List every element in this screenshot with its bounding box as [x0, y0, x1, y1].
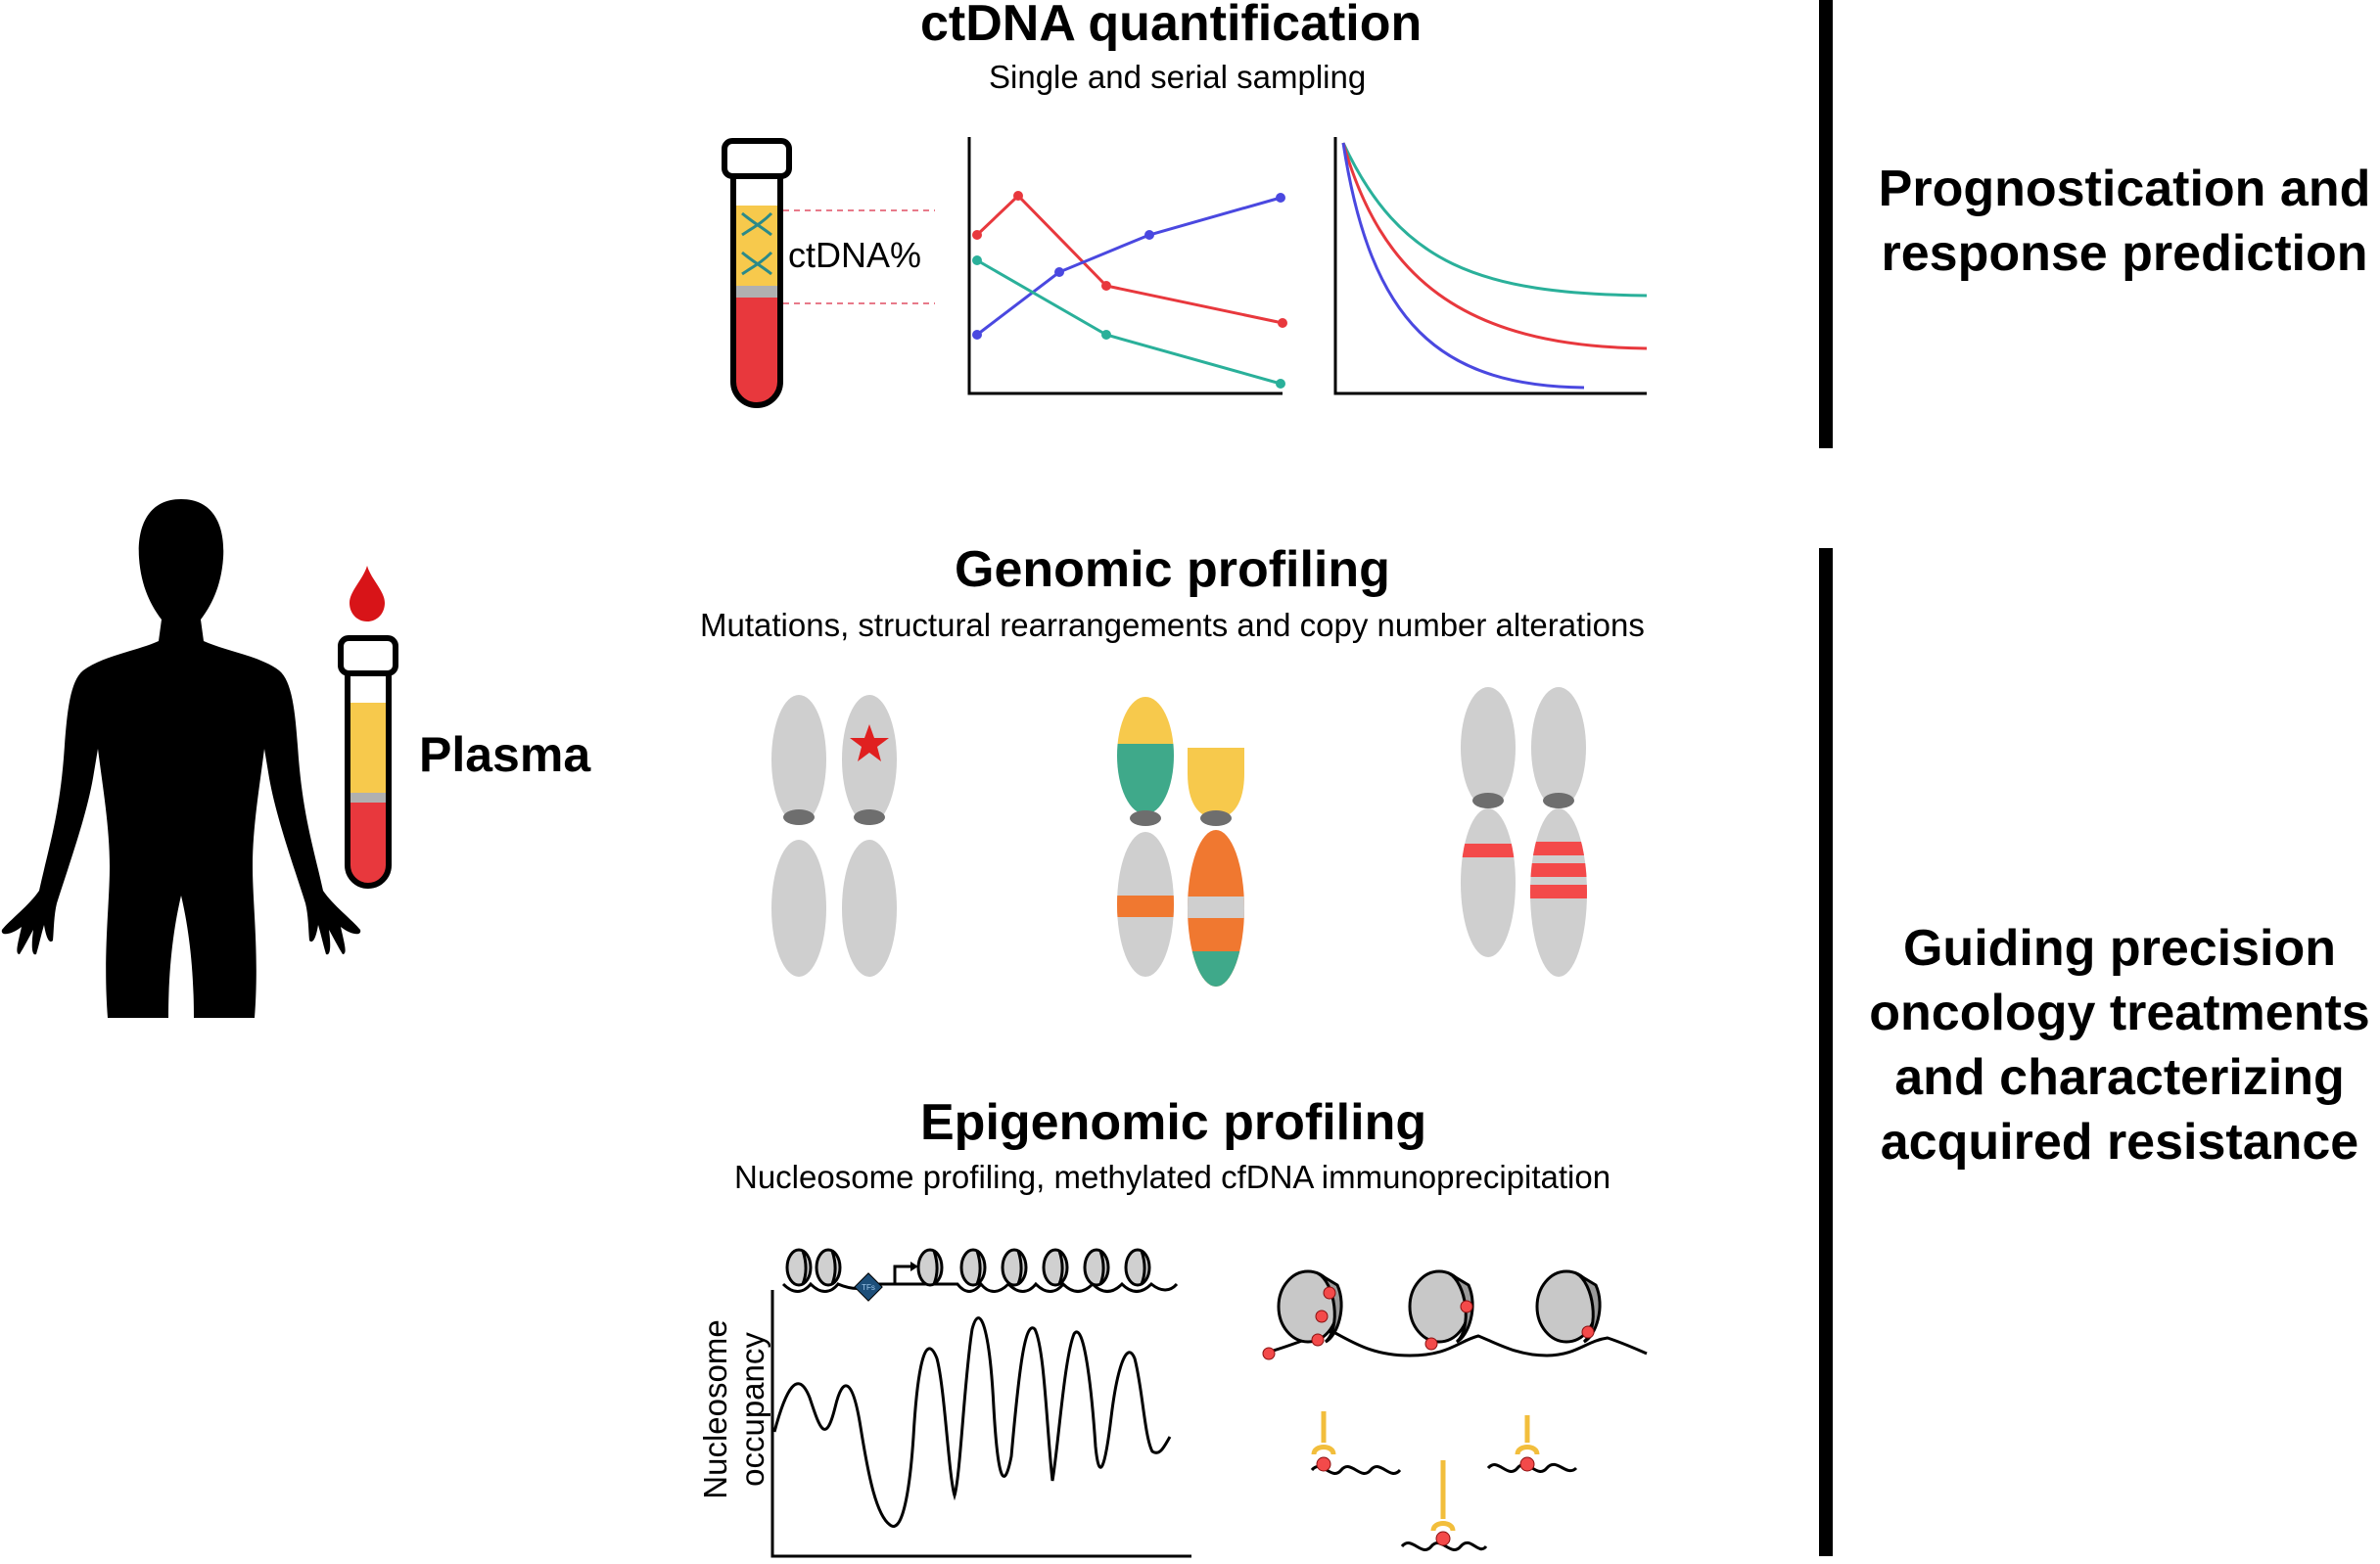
decay-red-curve	[1341, 142, 1648, 350]
medip-antibodies-icon	[1310, 1411, 1578, 1551]
occupancy-ylabel-line2: occupancy	[734, 1332, 770, 1487]
blood-drop-icon	[350, 566, 385, 621]
outcome-bottom-line1: Guiding precision	[1902, 920, 2337, 977]
ctdna-tube-icon	[722, 138, 792, 408]
nucleosome-icons	[785, 1248, 1151, 1287]
plasma-tube-icon	[338, 635, 398, 889]
outcome-top-line1: Prognostication and	[1878, 161, 2371, 217]
series-teal-line	[976, 258, 1282, 386]
outcome-bottom-line3: and characterizing	[1894, 1049, 2345, 1106]
ctdna-subtitle: Single and serial sampling	[989, 59, 1367, 95]
decay-blue-curve	[1341, 142, 1585, 390]
svg-text:TFs: TFs	[862, 1283, 875, 1292]
occupancy-ylabel-line1: Nucleosome	[697, 1319, 733, 1499]
decay-curves-chart	[1333, 137, 1648, 395]
occupancy-wave	[772, 1316, 1172, 1529]
serial-sampling-chart	[967, 137, 1287, 395]
series-red-line	[975, 193, 1283, 325]
series-blue-line	[976, 196, 1282, 337]
tf-diamond-icon: TFs	[854, 1272, 883, 1302]
human-silhouette-icon	[1, 499, 361, 1018]
mutation-star-icon	[850, 724, 889, 761]
outcome-bottom-line4: acquired resistance	[1880, 1114, 2359, 1171]
ctdna-title: ctDNA quantification	[920, 0, 1423, 52]
methyl-group-dots	[1262, 1286, 1595, 1360]
epigenomic-title: Epigenomic profiling	[920, 1094, 1427, 1151]
nucleosome-track: TFs	[781, 1248, 1179, 1302]
methylated-nucleosomes-icon	[1262, 1269, 1648, 1360]
divider-bar-top	[1819, 0, 1833, 448]
plasma-label: Plasma	[419, 727, 591, 782]
genomic-subtitle: Mutations, structural rearrangements and…	[700, 607, 1645, 643]
outcome-prognostication: Prognostication and response prediction	[1870, 157, 2379, 286]
outcome-top-line2: response prediction	[1881, 225, 2368, 282]
rearrangement-chromosomes-icon	[1117, 697, 1244, 987]
divider-bar-bottom	[1819, 548, 1833, 1556]
mutation-chromosomes-icon	[771, 695, 897, 977]
decay-teal-curve	[1341, 142, 1648, 298]
nucleosome-occupancy-plot	[770, 1290, 1191, 1558]
outcome-precision-oncology: Guiding precision oncology treatments an…	[1860, 916, 2379, 1174]
genomic-title: Genomic profiling	[955, 541, 1390, 598]
ctdna-percent-label: ctDNA%	[788, 235, 922, 275]
dna-helix-icon	[741, 211, 773, 276]
epigenomic-subtitle: Nucleosome profiling, methylated cfDNA i…	[734, 1159, 1611, 1195]
ctdna-dashed-guides	[783, 209, 935, 304]
copy-number-chromosomes-icon	[1461, 687, 1587, 977]
outcome-bottom-line2: oncology treatments	[1869, 985, 2370, 1041]
tss-arrow-icon	[893, 1265, 910, 1284]
